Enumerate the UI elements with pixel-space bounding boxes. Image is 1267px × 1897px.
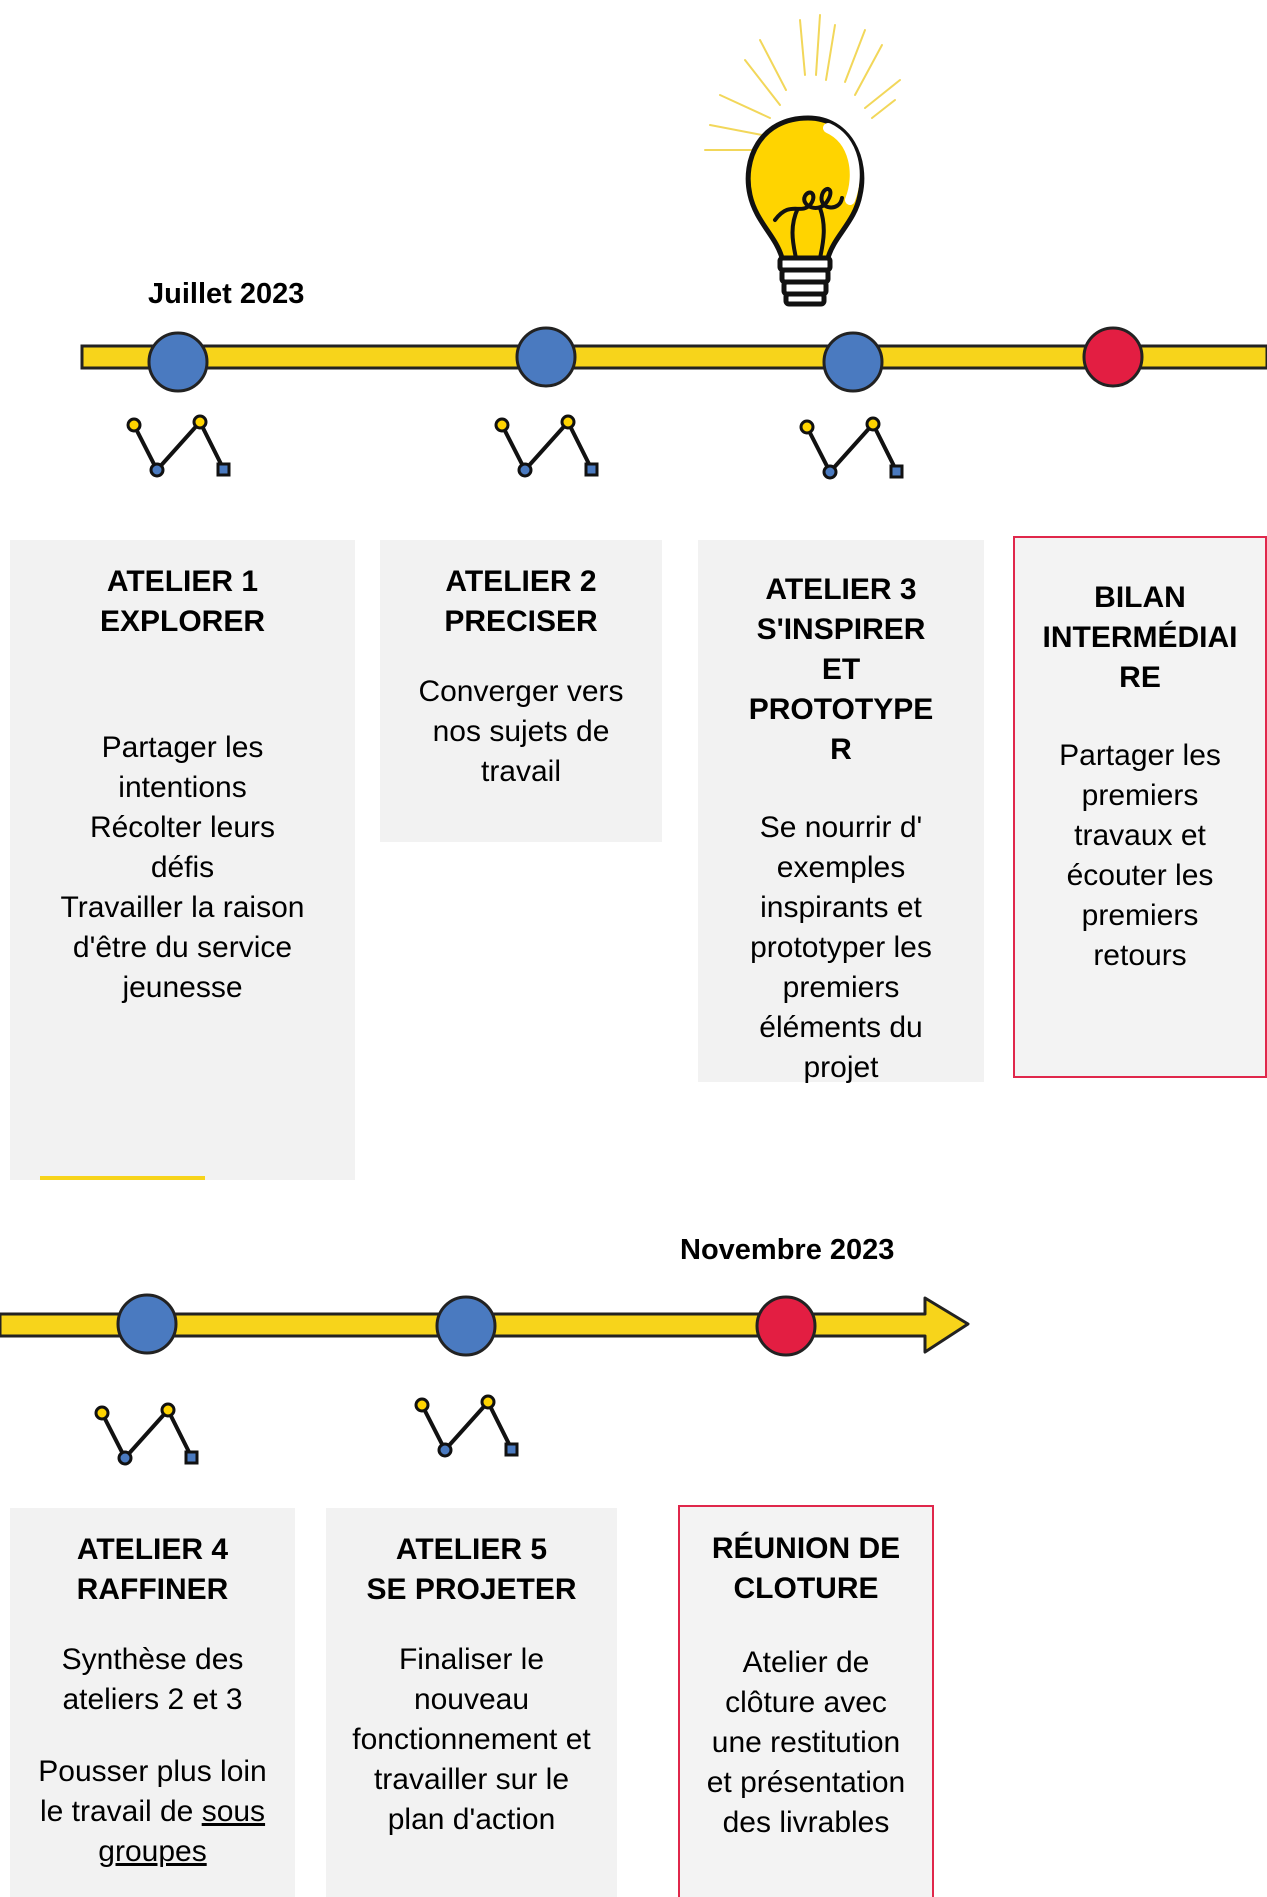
card-title: ATELIER 5 SE PROJETER [366,1533,577,1606]
underlined-word: groupes [98,1835,207,1868]
timeline-1-date-label: Juillet 2023 [148,278,305,310]
card-title: ATELIER 4 RAFFINER [76,1533,229,1606]
card-description: Finaliser le nouveau fonctionnement et t… [352,1643,591,1836]
card-description: Partager les intentions Récolter leurs d… [60,731,305,1004]
card-bilan-intermediaire: BILAN INTERMÉDIAI RE Partager les premie… [1013,536,1267,1078]
card-title: ATELIER 2 PRECISER [444,565,598,638]
card-atelier-3: ATELIER 3 S'INSPIRER ET PROTOTYPE R Se n… [698,540,984,1084]
card-atelier-5: ATELIER 5 SE PROJETER Finaliser le nouve… [326,1508,617,1897]
squiggle-connector-icon [126,414,231,478]
card-title: ATELIER 1 EXPLORER [99,565,266,638]
timeline-1-node-1 [147,331,209,393]
timeline-1-node-3 [822,331,884,393]
timeline-2-date-label: Novembre 2023 [680,1234,895,1266]
timeline-1 [80,326,1267,393]
card-description: Atelier de clôture avec une restitution … [706,1646,906,1839]
card-title: RÉUNION DE CLOTURE [711,1532,901,1605]
timeline-2-node-1 [116,1293,178,1355]
squiggle-connector-icon [94,1402,199,1466]
underlined-word: sous [201,1795,266,1828]
lightbulb-icon [704,14,901,307]
timeline-1-node-2 [515,326,577,388]
yellow-highlight-mark [40,1176,205,1180]
card-description: Se nourrir d' exemples inspirants et pro… [750,811,932,1084]
card-atelier-1: ATELIER 1 EXPLORER Partager les intentio… [10,540,355,1180]
card-description-2: Pousser plus loin le travail de sous gro… [38,1755,267,1868]
card-atelier-4: ATELIER 4 RAFFINER Synthèse des ateliers… [10,1508,295,1897]
squiggle-connector-icon [799,416,904,480]
timeline-1-bar [80,344,1267,370]
card-description: Partager les premiers travaux et écouter… [1059,739,1221,972]
squiggle-connector-icon [494,414,599,478]
card-atelier-2: ATELIER 2 PRECISER Converger vers nos su… [380,540,662,842]
timeline-2-node-2 [435,1295,497,1357]
card-reunion-cloture: RÉUNION DE CLOTURE Atelier de clôture av… [678,1505,934,1897]
timeline-2-node-3 [755,1295,817,1357]
card-title: BILAN INTERMÉDIAI RE [1042,581,1238,694]
timeline-1-node-4 [1082,326,1144,388]
card-description: Synthèse des ateliers 2 et 3 [61,1643,244,1716]
timeline-2 [0,1293,970,1357]
squiggle-connector-icon [414,1394,519,1458]
card-description: Converger vers nos sujets de travail [418,675,624,788]
card-title: ATELIER 3 S'INSPIRER ET PROTOTYPE R [748,573,934,766]
